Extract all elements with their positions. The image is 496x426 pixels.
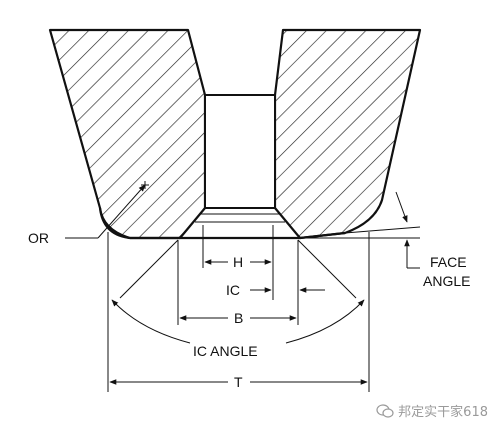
left-wall bbox=[48, 28, 207, 240]
t-label: T bbox=[234, 374, 243, 390]
right-wall bbox=[273, 28, 422, 240]
face-angle-label-line2: ANGLE bbox=[423, 273, 470, 289]
b-label: B bbox=[234, 310, 243, 326]
ic-label: IC bbox=[226, 282, 240, 298]
h-label: H bbox=[233, 254, 243, 270]
face-angle-label-line1: FACE bbox=[430, 254, 467, 270]
tool-body bbox=[48, 28, 422, 240]
or-label: OR bbox=[28, 230, 49, 246]
tool-face bbox=[98, 207, 346, 240]
wechat-icon bbox=[376, 403, 394, 418]
ic-angle-label: IC ANGLE bbox=[193, 343, 258, 359]
center-bore bbox=[204, 94, 276, 209]
watermark: 邦定实干家618 bbox=[376, 401, 488, 420]
dimension-lines bbox=[65, 184, 421, 392]
watermark-text: 邦定实干家618 bbox=[398, 405, 488, 420]
